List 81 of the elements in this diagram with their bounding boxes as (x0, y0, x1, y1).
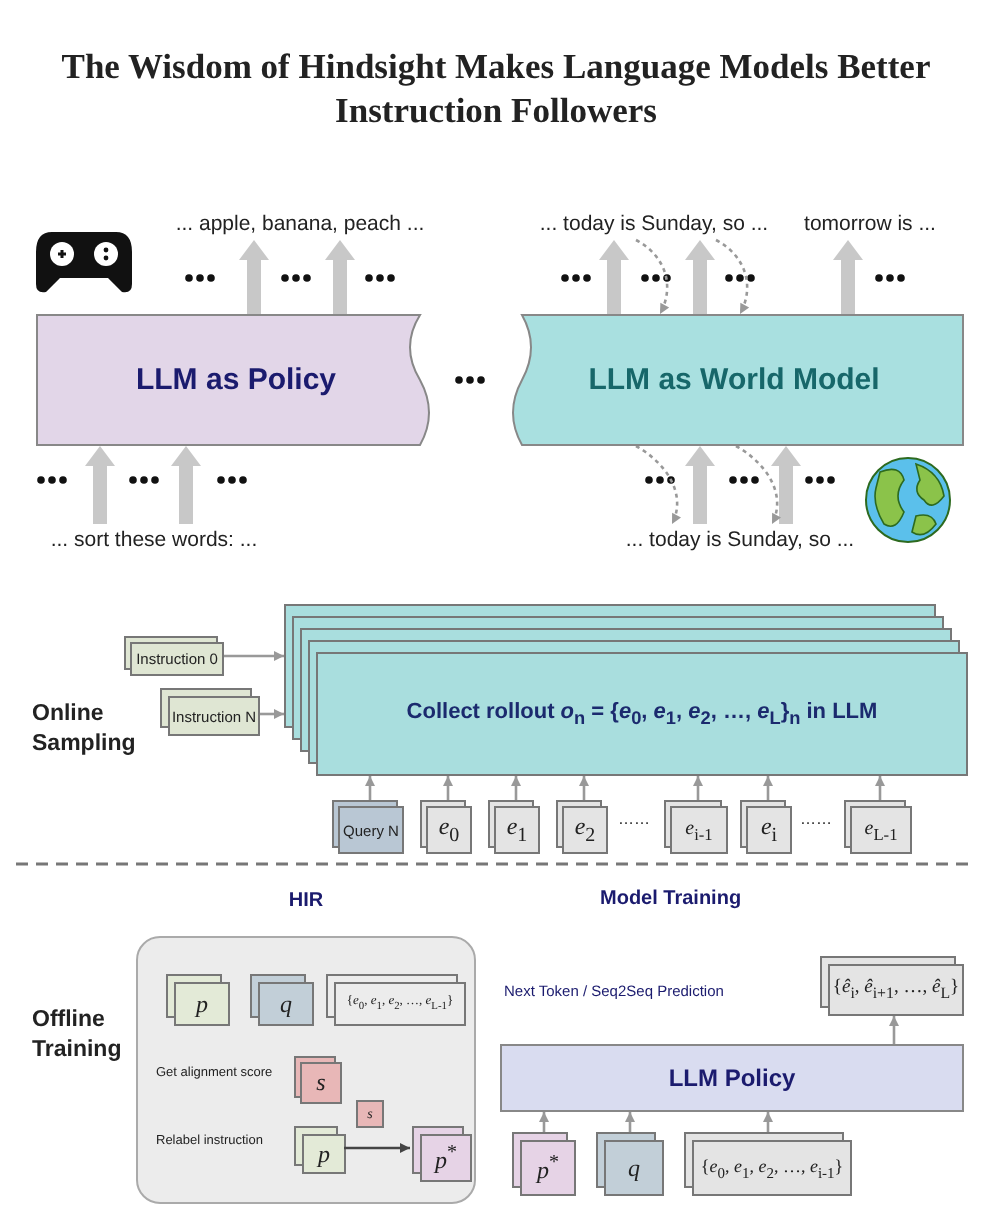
arrow (763, 1112, 773, 1132)
card-stack (166, 974, 230, 1026)
card-label: q (628, 1153, 640, 1183)
card-label: e$_{i}$ (760, 812, 778, 848)
dashed-arrow (735, 444, 781, 525)
block-arrow (685, 240, 715, 314)
input-text: ... sort these words: ... (32, 524, 276, 556)
card-stack (420, 800, 472, 854)
card-label: e$_{L-1}$ (864, 817, 898, 843)
block-arrow (171, 446, 201, 524)
card-label: {ê$_{i}$, ê$_{i+1}$, …, ê$_{L}$} (832, 978, 960, 1002)
arrow (511, 776, 521, 800)
card-label: e$_{i-1}$ (685, 817, 713, 843)
arrow (260, 709, 284, 719)
section-label: Offline Training (32, 1006, 124, 1066)
panel-heading: HIR (286, 890, 326, 912)
card-stack (160, 688, 260, 736)
model-band (500, 1044, 964, 1112)
card-label: p$^{*}$ (435, 1141, 457, 1175)
card-stack (488, 800, 540, 854)
dashed-arrow (715, 238, 749, 315)
output-text: ... today is Sunday, so ... (524, 208, 784, 240)
band-title: LLM as Policy (133, 363, 339, 397)
card-stack (124, 636, 224, 676)
arrow (224, 651, 284, 661)
output-text: tomorrow is ... (796, 208, 944, 240)
card-stack (356, 1100, 384, 1128)
card-stack (740, 800, 792, 854)
block-arrow (85, 446, 115, 524)
arrow (443, 776, 453, 800)
block-arrow (325, 240, 355, 314)
arrow (693, 776, 703, 800)
card-stack (250, 974, 314, 1026)
block-arrow (771, 446, 801, 524)
output-text: ... apple, banana, peach ... (160, 208, 440, 240)
card-stack (294, 1056, 342, 1104)
card-label: p (318, 1139, 330, 1169)
card-label: q (280, 989, 292, 1019)
block-arrow (239, 240, 269, 314)
arrow (763, 776, 773, 800)
card-stack (596, 1132, 664, 1196)
title: The Wisdom of Hindsight Makes Language Models Better Instruction Followers (59, 44, 933, 132)
card-label: e$_{0}$ (438, 812, 460, 848)
dashed-arrow (635, 444, 681, 525)
card-stack (512, 1132, 576, 1196)
card-stack (332, 800, 404, 854)
card-label: e$_{1}$ (506, 812, 528, 848)
section-heading: Model Training (600, 888, 742, 910)
card-label: p (196, 989, 208, 1019)
card-stack (664, 800, 728, 854)
card-stack (684, 1132, 852, 1196)
card-label: p$^{*}$ (537, 1151, 559, 1185)
arrow (625, 1112, 635, 1132)
block-arrow (833, 240, 863, 314)
card-label: Collect rollout o$_{n}$ = {e$_{0}$, e$_{1}$, e$_{2}$, …, e$_{L}$}$_{n}$ in LLM (406, 699, 878, 729)
arrow (344, 1143, 410, 1153)
dashed-arrow (635, 238, 669, 315)
arrow (889, 1016, 899, 1044)
input-text: ... today is Sunday, so ... (600, 524, 880, 556)
card-label: {e$_{0}$, e$_{1}$, e$_{2}$, …, e$_{i-1}$} (700, 1155, 844, 1181)
section-label: Online Sampling (32, 700, 138, 760)
arrow (365, 776, 375, 800)
card-label: e$_{2}$ (574, 812, 596, 848)
card-stack (556, 800, 608, 854)
card-stack (820, 956, 964, 1016)
card-stack (412, 1126, 472, 1182)
block-arrow (685, 446, 715, 524)
model-band (36, 314, 436, 446)
card-stack (284, 604, 968, 776)
arrow (539, 1112, 549, 1132)
arrow (579, 776, 589, 800)
card-label: s (316, 1068, 326, 1098)
ellipsis-text: …… (618, 810, 650, 828)
block-arrow (599, 240, 629, 314)
ellipsis-text: …… (800, 810, 832, 828)
card-stack (844, 800, 912, 854)
arrow (875, 776, 885, 800)
band-title: LLM as World Model (586, 363, 882, 397)
band-title: LLM Policy (666, 1064, 798, 1092)
card-stack (294, 1126, 346, 1174)
card-stack (326, 974, 466, 1026)
